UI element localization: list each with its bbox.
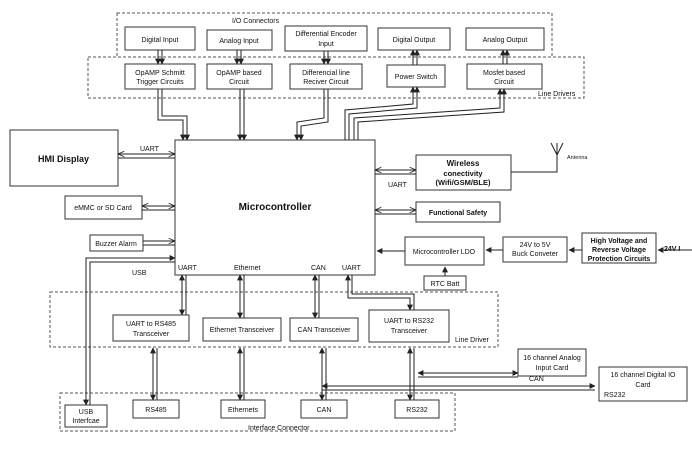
wireless-label-line3: (Wifi/GSM/BLE) (436, 178, 491, 187)
ethernets-interface-label: Ethernets (228, 407, 258, 414)
buzzer-alarm-box (89, 234, 144, 252)
differential-line-label-line1: Differencial line (302, 70, 350, 77)
analog-input-card-box (517, 348, 587, 377)
digital-card-label-line1: 16 channel Digital IO (611, 372, 677, 379)
line-drivers-top-group (87, 56, 585, 99)
interface-connector-label: Interface Connector (248, 425, 310, 432)
rs232-expansion-label: RS232 (604, 392, 626, 399)
rtc-battery-label: RTC Batt (431, 281, 460, 288)
usb-path (83, 255, 176, 406)
differential-encoder-input-box (284, 25, 368, 52)
buzzer-alarm-label: Buzzer Alarm (95, 241, 137, 248)
ethernets-interface-box (220, 399, 266, 419)
digital-output-label: Digital Output (393, 37, 435, 44)
buck-converter-box (502, 236, 568, 263)
hmi-display-label: HMI Display (38, 154, 89, 164)
mosfet-based-circuit-box (466, 63, 543, 90)
opamp-based-label-line1: OpAMP based (216, 70, 262, 77)
opamp-schmitt-label-line1: OpAMP Schmitt (135, 70, 185, 77)
analog-output-label: Analog Output (483, 37, 528, 44)
microcontroller-box (174, 139, 376, 276)
right-links (375, 170, 692, 276)
line-drivers-top-label: Line Drivers (538, 91, 576, 98)
ethernet-transceiver-label: Ethernet Transceiver (210, 327, 275, 334)
antenna-label: Antenna (567, 155, 588, 161)
digital-card-label-line2: Card (635, 382, 650, 389)
analog-card-label-line2: Input Card (536, 365, 569, 372)
microcontroller-ldo-label: Microcontroller LDO (413, 249, 476, 256)
emmc-sd-card-label: eMMC or SD Card (74, 205, 132, 212)
left-links (118, 154, 175, 246)
usb-interface-label-line1: USB (79, 409, 94, 416)
antenna-icon (511, 142, 564, 173)
can-transceiver-label: CAN Transceiver (298, 327, 352, 334)
line-driver-bottom-label: Line Driver (455, 337, 490, 344)
io-connectors-label: I/O Connectors (232, 18, 280, 25)
can-transceiver-box (289, 317, 359, 342)
digital-input-label: Digital Input (142, 37, 179, 44)
can-port-label: CAN (311, 265, 326, 272)
usb-interface-box (64, 404, 108, 428)
interface-connector-group (59, 392, 456, 432)
analog-input-label: Analog Input (219, 38, 258, 45)
opamp-based-label-line2: Circuit (229, 79, 249, 86)
can-interface-label: CAN (317, 407, 332, 414)
hmi-display-box (9, 129, 119, 187)
analog-input-box (206, 29, 273, 51)
usb-port-label: USB (132, 270, 147, 277)
digital-io-card-box (598, 366, 688, 402)
uart-wireless-label: UART (388, 182, 408, 189)
buck-converter-label-line1: 24V to 5V (520, 242, 551, 249)
rs232-interface-box (394, 399, 440, 419)
can-expansion-label: CAN (529, 376, 544, 383)
mosfet-label-line2: Circuit (494, 79, 514, 86)
wireless-label-line2: conectivity (443, 169, 483, 178)
uart-rs232-port-label: UART (342, 265, 362, 272)
differential-line-label-line2: Reciver Circuit (303, 79, 349, 86)
line-driver-bottom-group (49, 291, 499, 348)
uart-hmi-label: UART (140, 146, 160, 153)
microcontroller-label: Microcontroller (239, 202, 312, 213)
uart-bottom-label: UART (178, 265, 198, 272)
protection-label-line2: Reverse Voltage (592, 247, 646, 254)
differential-line-receiver-box (289, 63, 363, 90)
usb-interface-label-line2: Interfcae (72, 418, 99, 425)
rs485-interface-label: RS485 (145, 407, 167, 414)
rs232-transceiver-label-line1: UART to RS232 (384, 318, 434, 325)
analog-card-label-line1: 16 channel Analog (523, 355, 581, 362)
driver-to-mcu-arrows (157, 86, 507, 141)
protection-label-line3: Protection Circuits (588, 256, 651, 263)
differential-encoder-label-line1: Differential Encoder (295, 31, 357, 38)
expansion-bus-arrows (321, 370, 596, 391)
protection-label-line1: High Voltage and (591, 238, 648, 245)
ethernet-port-label: Ethernet (234, 265, 261, 272)
rs232-interface-label: RS232 (406, 407, 428, 414)
rs485-interface-box (132, 399, 180, 419)
digital-input-box (124, 26, 196, 51)
functional-safety-label: Functional Safety (429, 210, 487, 217)
io-driver-arrows (155, 49, 510, 65)
wireless-label-line1: Wireless (447, 159, 480, 168)
differential-encoder-label-line2: Input (318, 41, 334, 48)
power-switch-label: Power Switch (395, 74, 438, 81)
opamp-schmitt-label-line2: Trigger Circuits (136, 79, 184, 86)
protection-circuits-box (581, 232, 657, 264)
rs485-transceiver-label-line1: UART to RS485 (126, 321, 176, 328)
rs485-transceiver-label-line2: Transceiver (133, 331, 170, 338)
transceiver-to-interface-arrows (150, 347, 415, 401)
buck-converter-label-line2: Buck Conveter (512, 251, 559, 258)
uart-rs232-transceiver-box (368, 309, 450, 343)
mcu-to-transceiver-arrows (179, 274, 415, 319)
microcontroller-ldo-box (404, 236, 485, 266)
mosfet-label-line1: Mosfet based (483, 70, 525, 77)
rs232-transceiver-label-line2: Transceiver (391, 328, 428, 335)
